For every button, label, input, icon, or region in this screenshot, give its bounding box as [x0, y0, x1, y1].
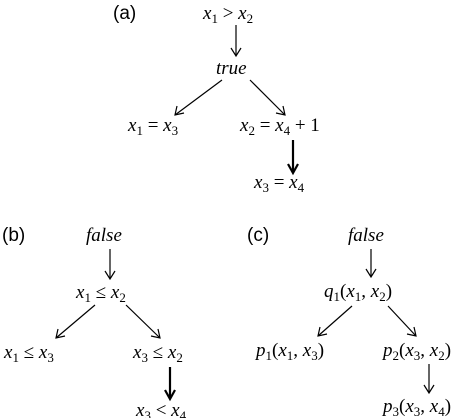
arrowhead-icon: [174, 105, 185, 116]
panel-c-bottom-node: p3(x3, x4): [381, 396, 451, 418]
panel-c-right-node: p2(x3, x2): [381, 340, 451, 363]
panel-a-bottom-node: x3 = x4: [253, 172, 305, 195]
panel-a-left-node: x1 = x3: [127, 115, 178, 138]
arrowhead-icon: [423, 384, 435, 395]
arrowhead-icon: [406, 326, 417, 337]
panel-b-mid-node: x1 ≤ x2: [75, 282, 126, 305]
panel-c-mid-node: q1(x1, x2): [324, 281, 392, 304]
arrowhead-icon: [365, 268, 377, 279]
panel-a-label: (a): [113, 3, 136, 24]
arrowhead-icon: [164, 389, 176, 402]
panel-c-false-node: false: [348, 225, 384, 246]
panel-a: (a) x1 > x2 true x1 = x3 x2 = x4 + 1 x3 …: [113, 3, 320, 195]
arrowhead-icon: [287, 163, 299, 176]
arrowhead-icon: [150, 328, 161, 339]
panel-a-true-node: true: [216, 58, 247, 79]
panel-c-label: (c): [247, 225, 269, 246]
panel-b-false-node: false: [86, 225, 122, 246]
panel-a-root-node: x1 > x2: [202, 3, 253, 26]
panel-c-left-node: p1(x1, x3): [254, 340, 324, 363]
edge-b-mid-right: [125, 304, 161, 339]
edge-a-true-left: [174, 79, 223, 116]
edge-c-mid-right: [387, 305, 417, 337]
edge-a-true-right: [249, 79, 286, 116]
panel-c: (c) false q1(x1, x2) p1(x1, x3) p2(x3, x…: [247, 225, 451, 418]
panel-a-right-node: x2 = x4 + 1: [239, 115, 320, 138]
arrowhead-icon: [230, 47, 242, 58]
panel-b-right-node: x3 ≤ x2: [132, 342, 183, 365]
edge-c-mid-left: [317, 305, 353, 337]
arrowhead-icon: [317, 326, 328, 337]
panel-b-bottom-node: x3 < x4: [135, 400, 187, 418]
arrowhead-icon: [55, 328, 66, 339]
edge-b-mid-left: [55, 304, 96, 339]
arrowhead-icon: [275, 105, 286, 116]
arrowhead-icon: [104, 270, 116, 281]
panel-b: (b) false x1 ≤ x2 x1 ≤ x3 x3 ≤ x2 x3 < x…: [2, 225, 187, 418]
panel-b-left-node: x1 ≤ x3: [3, 342, 54, 365]
panel-b-label: (b): [2, 225, 25, 246]
